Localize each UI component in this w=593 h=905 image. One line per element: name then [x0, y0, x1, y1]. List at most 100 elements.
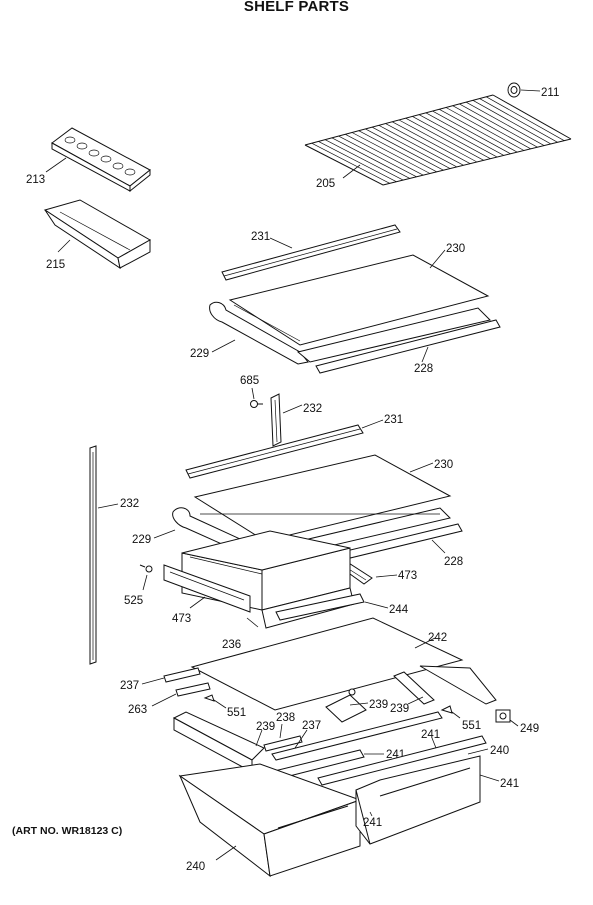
leader-239-left	[255, 729, 263, 747]
wire-shelf-rod	[472, 100, 552, 145]
leader-230-middle	[409, 462, 434, 473]
part-551-clip-right	[440, 705, 453, 714]
callout-244: 244	[389, 604, 409, 616]
wire-shelf-rod	[324, 139, 404, 181]
wire-shelf-rod	[398, 119, 478, 163]
callout-228-upper: 228	[414, 363, 433, 375]
callout-230-middle: 230	[434, 459, 453, 471]
leader-263	[151, 693, 177, 707]
callout-263: 263	[128, 704, 147, 716]
callout-525: 525	[124, 595, 143, 607]
leader-232-long	[97, 503, 119, 509]
part-263-support	[175, 682, 211, 697]
leader-241-right-trim	[431, 737, 437, 749]
callout-237-left: 237	[120, 680, 139, 692]
part-551-clip-left	[203, 694, 215, 702]
leader-685	[251, 387, 255, 400]
callout-685: 685	[240, 375, 259, 387]
diagram-title: SHELF PARTS	[243, 0, 350, 15]
callout-229-middle: 229	[132, 534, 151, 546]
wire-shelf-rod	[479, 98, 558, 143]
callout-215: 215	[46, 259, 65, 271]
part-240-crisper-drawer-right	[355, 755, 481, 845]
wire-shelf-rod	[345, 133, 424, 176]
callout-211: 211	[541, 87, 559, 99]
leader-241-left-handle	[369, 811, 373, 817]
part-244-pan-trim	[275, 593, 365, 621]
part-205-wire-shelf	[304, 94, 572, 186]
part-237-cover-support-center	[271, 711, 443, 761]
wire-shelf-rod	[418, 114, 498, 158]
leader-229-upper	[211, 339, 236, 353]
callout-239-left: 239	[256, 721, 275, 733]
leader-228-upper	[421, 346, 429, 363]
wire-shelf-rod	[351, 132, 431, 174]
callout-237-center: 237	[302, 720, 321, 732]
callout-231-middle: 231	[384, 414, 403, 426]
leader-229-middle	[153, 529, 176, 539]
callout-240-right: 240	[490, 745, 509, 757]
part-239-cover-support-right	[393, 665, 497, 705]
callout-551-left: 551	[227, 707, 246, 719]
wire-shelf-rod	[331, 137, 411, 179]
leader-239-center	[349, 702, 369, 706]
callout-238: 238	[276, 712, 295, 724]
part-525-screw	[139, 564, 153, 573]
callout-231-upper: 231	[251, 231, 270, 243]
leader-228-middle	[431, 539, 446, 554]
callout-242: 242	[428, 632, 447, 644]
leader-238	[279, 723, 283, 739]
leader-240-right	[467, 748, 489, 755]
leader-237-left	[141, 677, 165, 685]
leader-240-left	[215, 845, 237, 861]
leader-213	[45, 157, 67, 173]
part-231-front-trim-upper	[221, 224, 401, 281]
callout-232-long: 232	[120, 498, 139, 510]
leader-242	[414, 637, 436, 649]
leader-551-right	[451, 711, 461, 719]
wire-shelf-rod	[311, 142, 390, 184]
callout-551-right: 551	[462, 720, 481, 732]
callout-228-middle: 228	[444, 556, 463, 568]
leader-551-left	[213, 699, 227, 709]
wire-shelf-rod	[439, 108, 518, 153]
wire-shelf-rod	[486, 96, 565, 141]
callout-236: 236	[222, 639, 241, 651]
part-228-rear-trim-upper	[315, 319, 501, 374]
callout-229-upper: 229	[190, 348, 209, 360]
part-230-glass-middle	[193, 454, 452, 542]
wire-shelf-rod	[425, 112, 505, 156]
part-237-cover-support-left	[163, 667, 201, 683]
part-242-crisper-cover-glass	[190, 617, 464, 711]
wire-shelf-rod	[371, 126, 451, 169]
wire-shelf-rod	[412, 116, 491, 160]
wire-shelf-rod	[385, 123, 464, 166]
wire-shelf-rod	[318, 141, 397, 183]
callout-232-upper: 232	[303, 403, 322, 415]
callout-205: 205	[316, 178, 335, 190]
part-215-bin	[43, 199, 152, 270]
part-239-cover-support-center	[325, 688, 367, 723]
part-236-pan	[181, 530, 355, 629]
callout-240-left: 240	[186, 861, 205, 873]
part-230-glass-upper	[228, 254, 490, 346]
part-473-slide-left	[163, 564, 251, 613]
leader-249	[509, 719, 519, 727]
leader-237-center	[294, 729, 308, 749]
wire-shelf-rod	[432, 110, 511, 155]
callout-249: 249	[520, 723, 539, 735]
wire-shelf-rod	[365, 128, 444, 171]
wire-shelf-rod	[358, 130, 437, 173]
callout-473-left: 473	[172, 613, 191, 625]
part-249-roller	[495, 709, 511, 723]
part-crisper-frame-left	[172, 711, 265, 773]
leader-215	[57, 239, 71, 253]
part-231-front-trim-middle	[185, 424, 364, 479]
leader-473-right	[375, 574, 398, 578]
wire-shelf-rod	[338, 135, 417, 178]
callout-239-right: 239	[390, 703, 409, 715]
wire-shelf-rod	[459, 103, 538, 148]
callout-239-center: 239	[369, 699, 388, 711]
part-241-drawer-trim-right	[317, 735, 487, 786]
